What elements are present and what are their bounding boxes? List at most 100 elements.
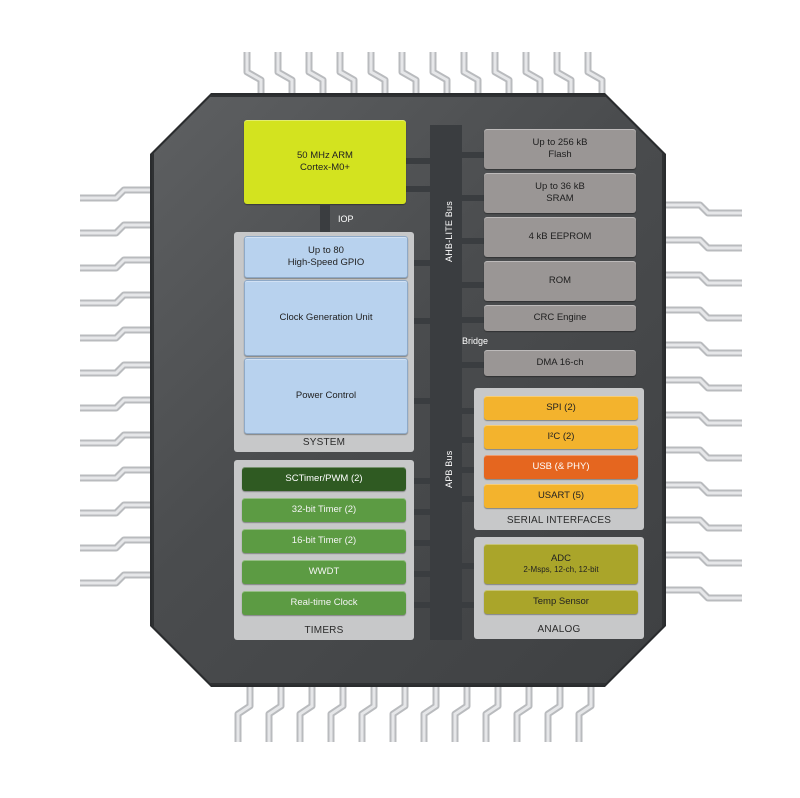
- pin-highlight: [369, 52, 387, 100]
- pin-highlight: [245, 52, 263, 100]
- pin-highlight: [422, 680, 438, 742]
- adc-block: ADC 2-Msps, 12-ch, 12-bit: [484, 544, 638, 584]
- dma-label: DMA 16-ch: [536, 357, 584, 368]
- bus-link-eeprom: [462, 238, 484, 244]
- bus-link-usb: [462, 467, 484, 473]
- temp-sensor-block: Temp Sensor: [484, 590, 638, 614]
- pin-highlight: [80, 188, 154, 200]
- ahb-bus-label: AHB-LITE Bus: [444, 201, 454, 262]
- pin-highlight: [338, 52, 356, 100]
- pin-highlight: [484, 680, 500, 742]
- pin-highlight: [236, 680, 252, 742]
- pin-highlight: [586, 52, 604, 100]
- pin-highlight: [298, 680, 314, 742]
- pin-highlight: [80, 258, 154, 270]
- rom-label: ROM: [548, 275, 572, 286]
- pin-highlight: [80, 293, 154, 305]
- pin-highlight: [80, 433, 154, 445]
- pin-highlight: [662, 483, 742, 495]
- pin-highlight: [453, 680, 469, 742]
- sctimer-block: SCTimer/PWM (2): [242, 467, 406, 491]
- rom-block: ROM: [484, 261, 636, 301]
- pin-highlight: [662, 553, 742, 565]
- sctimer-label: SCTimer/PWM (2): [285, 473, 363, 484]
- pin-highlight: [555, 52, 573, 100]
- pin-highlight: [577, 680, 593, 742]
- power-control-block: Power Control: [244, 358, 408, 434]
- gpio-line2: High-Speed GPIO: [287, 257, 365, 268]
- pin-highlight: [431, 52, 449, 100]
- pin-highlight: [360, 680, 376, 742]
- timer16-block: 16-bit Timer (2): [242, 529, 406, 553]
- bus-link-wwdt: [408, 571, 430, 577]
- power-label: Power Control: [295, 390, 357, 401]
- pin-highlight: [80, 223, 154, 235]
- serial-title: SERIAL INTERFACES: [506, 515, 612, 526]
- pin-highlight: [493, 52, 511, 100]
- bus-link-crc: [462, 317, 484, 323]
- apb-bus-label: APB Bus: [444, 450, 454, 488]
- spi-label: SPI (2): [546, 402, 576, 413]
- pin-highlight: [662, 413, 742, 425]
- usart-block: USART (5): [484, 484, 638, 508]
- sram-block: Up to 36 kB SRAM: [484, 173, 636, 213]
- bus-link-adc: [462, 563, 484, 569]
- bus-link-temp: [462, 602, 484, 608]
- usart-label: USART (5): [537, 490, 585, 501]
- pin-highlight: [400, 52, 418, 100]
- crc-label: CRC Engine: [533, 312, 587, 323]
- pin-highlight: [524, 52, 542, 100]
- pin-highlight: [515, 680, 531, 742]
- cpu-line1: 50 MHz ARM: [297, 150, 353, 161]
- pin-highlight: [662, 238, 742, 250]
- pin-highlight: [662, 518, 742, 530]
- pin-highlight: [80, 538, 154, 550]
- clock-label: Clock Generation Unit: [279, 312, 373, 323]
- bus-link-t32: [408, 509, 430, 515]
- bus-link-flash: [462, 152, 484, 158]
- dma-block: DMA 16-ch: [484, 350, 636, 376]
- rtc-block: Real-time Clock: [242, 591, 406, 615]
- bus-link-rtc: [408, 602, 430, 608]
- bus-link-dma: [462, 362, 484, 368]
- flash-line2: Flash: [548, 149, 572, 160]
- temp-label: Temp Sensor: [533, 596, 589, 607]
- pin-highlight: [80, 363, 154, 375]
- pin-highlight: [662, 203, 742, 215]
- bridge-label: Bridge: [462, 336, 489, 346]
- i2c-label: I²C (2): [547, 431, 575, 442]
- rtc-label: Real-time Clock: [290, 597, 358, 608]
- pin-highlight: [329, 680, 345, 742]
- pin-highlight: [391, 680, 407, 742]
- pin-highlight: [546, 680, 562, 742]
- timer32-label: 32-bit Timer (2): [291, 504, 357, 515]
- bus-link-t16: [408, 540, 430, 546]
- bus-link-sram: [462, 195, 484, 201]
- bus-link-cpu-2: [406, 186, 430, 192]
- bus-link-usart: [462, 496, 484, 502]
- bus-link-rom: [462, 282, 484, 288]
- pin-highlight: [462, 52, 480, 100]
- pin-highlight: [267, 680, 283, 742]
- bus-link-clock: [408, 318, 430, 324]
- usb-label: USB (& PHY): [532, 461, 590, 472]
- adc-sub-label: 2-Msps, 12-ch, 12-bit: [523, 565, 599, 574]
- iop-connector: [320, 204, 330, 232]
- pin-highlight: [662, 343, 742, 355]
- pin-highlight: [80, 328, 154, 340]
- wwdt-label: WWDT: [308, 566, 340, 577]
- analog-title: ANALOG: [537, 624, 581, 635]
- pin-highlight: [662, 588, 742, 600]
- bus-link-power: [408, 398, 430, 404]
- pin-highlight: [80, 503, 154, 515]
- timers-title: TIMERS: [304, 625, 344, 636]
- pin-highlight: [276, 52, 294, 100]
- pin-highlight: [80, 573, 154, 585]
- bus-link-cpu: [406, 158, 430, 164]
- wwdt-block: WWDT: [242, 560, 406, 584]
- cpu-block: 50 MHz ARM Cortex-M0+: [244, 120, 406, 204]
- gpio-line1: Up to 80: [308, 245, 344, 256]
- timer16-label: 16-bit Timer (2): [291, 535, 357, 546]
- system-bus: [430, 125, 462, 640]
